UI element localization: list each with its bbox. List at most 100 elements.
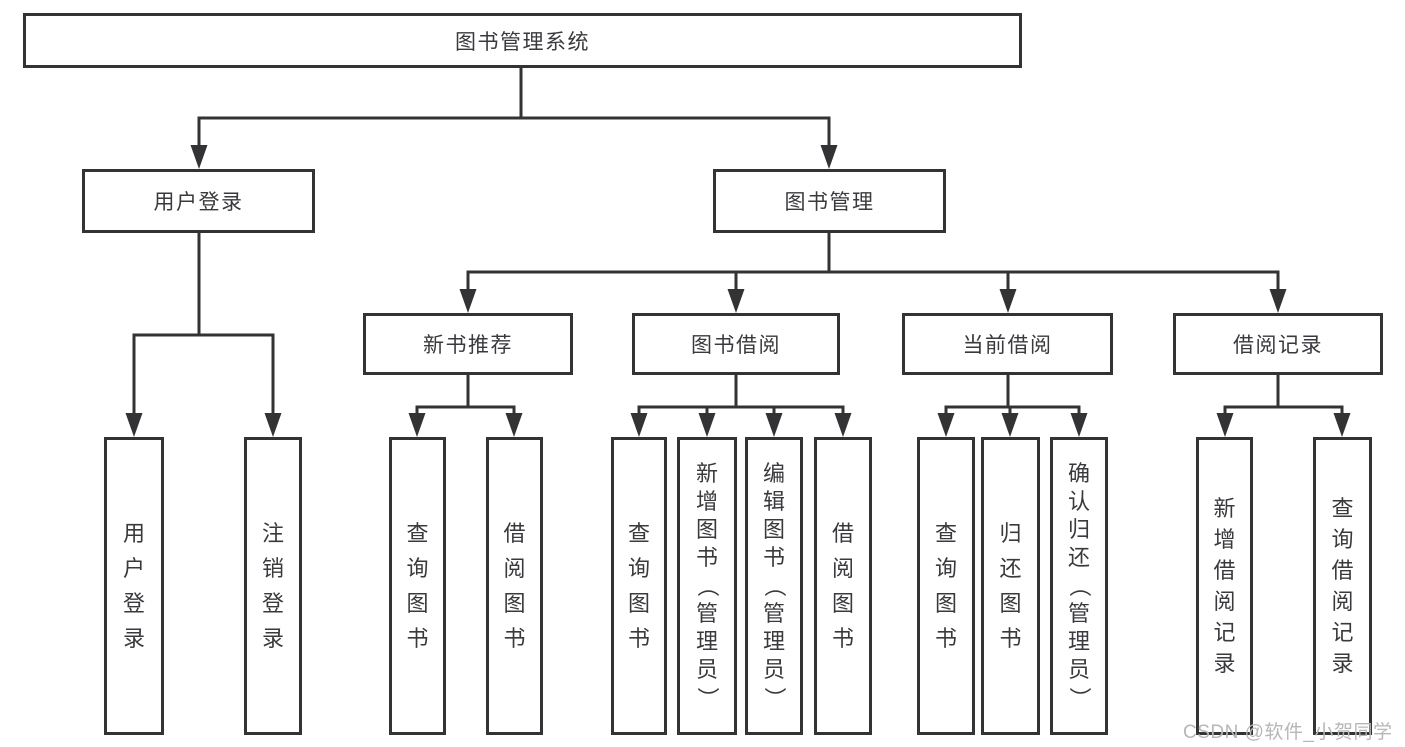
node-label: 当前借阅 <box>962 334 1053 357</box>
node-label-char: 查 <box>406 520 429 546</box>
node-label: 借阅记录 <box>1233 334 1323 357</box>
node-label-char: 登 <box>122 590 145 616</box>
connector-arrowhead <box>834 413 852 437</box>
node-leaf-add-record: 新增借阅记录 <box>1196 437 1253 735</box>
connector-arrowhead <box>264 413 282 437</box>
node-label-char: 理 <box>695 629 718 654</box>
node-leaf-user-login: 用户登录 <box>104 437 164 735</box>
node-label: 确认归还（管理员） <box>1066 440 1092 732</box>
node-label-char: 书 <box>503 625 526 651</box>
node-label-char: 书 <box>831 625 854 651</box>
node-label-char: 书 <box>934 625 957 651</box>
node-label: 归还图书 <box>999 440 1021 732</box>
node-label-char: （ <box>761 574 787 598</box>
connector-arrowhead <box>999 289 1017 313</box>
node-label-char: 还 <box>999 555 1022 581</box>
node-leaf-edit-books: 编辑图书（管理员） <box>745 437 803 735</box>
node-label-char: ） <box>1066 686 1092 710</box>
node-label-char: 认 <box>1067 489 1090 514</box>
node-label-char: 查 <box>1331 495 1354 521</box>
node-leaf-query-books-1: 查询图书 <box>389 437 446 735</box>
node-label-char: 图 <box>831 590 854 616</box>
node-label-char: 归 <box>1067 517 1090 542</box>
node-label-char: 管 <box>762 601 785 626</box>
node-label-char: 理 <box>762 629 785 654</box>
node-label: 借阅图书 <box>503 440 525 732</box>
connector-arrowhead <box>937 413 955 437</box>
node-current-borrow: 当前借阅 <box>902 313 1113 375</box>
node-label: 注销登录 <box>262 440 284 732</box>
node-label-char: 阅 <box>1331 588 1354 614</box>
node-label-char: 编 <box>762 461 785 486</box>
connector-arrowhead <box>125 413 143 437</box>
node-label-char: 录 <box>122 625 145 651</box>
node-label-char: 阅 <box>831 555 854 581</box>
node-label: 图书借阅 <box>691 334 781 357</box>
node-label-char: （ <box>694 574 720 598</box>
node-label-char: 询 <box>1331 526 1354 552</box>
node-label: 图书管理 <box>784 191 875 214</box>
node-label-char: 增 <box>1213 526 1236 552</box>
node-label: 用户登录 <box>153 191 244 214</box>
node-leaf-query-books-2: 查询图书 <box>611 437 667 735</box>
node-label-char: 询 <box>627 555 650 581</box>
node-label-char: 新 <box>1213 495 1236 521</box>
node-label-char: 图 <box>934 590 957 616</box>
connector-arrowhead <box>190 145 208 169</box>
node-leaf-logout: 注销登录 <box>244 437 302 735</box>
node-label-char: 注 <box>261 520 284 546</box>
node-label-char: 录 <box>1213 650 1236 676</box>
node-user-login-group: 用户登录 <box>82 169 315 233</box>
node-label: 查询图书 <box>406 440 428 732</box>
connector-arrowhead <box>1001 413 1019 437</box>
node-label-char: 辑 <box>762 489 785 514</box>
connector-arrowhead <box>820 145 838 169</box>
connector-arrowhead <box>408 413 426 437</box>
node-label-char: 图 <box>503 590 526 616</box>
node-label: 编辑图书（管理员） <box>761 440 787 732</box>
node-label-char: 销 <box>261 555 284 581</box>
node-label-char: 还 <box>1067 545 1090 570</box>
node-label-char: 书 <box>999 625 1022 651</box>
connector-arrowhead <box>1070 413 1088 437</box>
node-label-char: 图 <box>627 590 650 616</box>
node-label: 新增借阅记录 <box>1213 440 1235 732</box>
node-borrow-records: 借阅记录 <box>1173 313 1383 375</box>
node-label: 新书推荐 <box>423 334 513 357</box>
node-leaf-borrow-books-2: 借阅图书 <box>814 437 872 735</box>
node-label-char: 阅 <box>1213 588 1236 614</box>
node-label-char: 员 <box>695 657 718 682</box>
node-label-char: （ <box>1066 574 1092 598</box>
node-label-char: ） <box>694 686 720 710</box>
connector-arrowhead <box>1333 413 1351 437</box>
node-label-char: 归 <box>999 520 1022 546</box>
node-new-book-rec: 新书推荐 <box>363 313 573 375</box>
node-label-char: 记 <box>1331 619 1354 645</box>
node-label-char: 书 <box>695 545 718 570</box>
node-label-char: 图 <box>762 517 785 542</box>
node-label-char: 图 <box>406 590 429 616</box>
node-label-char: 图 <box>695 517 718 542</box>
node-leaf-borrow-books-1: 借阅图书 <box>486 437 543 735</box>
node-label-char: 询 <box>934 555 957 581</box>
node-label-char: 登 <box>261 590 284 616</box>
node-leaf-query-books-3: 查询图书 <box>917 437 975 735</box>
node-label-char: 书 <box>406 625 429 651</box>
connector-arrowhead <box>630 413 648 437</box>
connector-arrowhead <box>505 413 523 437</box>
node-label-char: 借 <box>1213 557 1236 583</box>
node-label: 查询借阅记录 <box>1331 440 1353 732</box>
node-label-char: 员 <box>762 657 785 682</box>
watermark: CSDN @软件_小贺同学 <box>1183 722 1393 743</box>
node-label: 图书管理系统 <box>455 30 590 54</box>
node-book-borrow: 图书借阅 <box>632 313 840 375</box>
node-label: 借阅图书 <box>832 440 854 732</box>
node-label-char: 书 <box>627 625 650 651</box>
node-label-char: 查 <box>627 520 650 546</box>
node-label-char: 录 <box>261 625 284 651</box>
node-label-char: 理 <box>1067 629 1090 654</box>
node-label-char: 书 <box>762 545 785 570</box>
node-label-char: 图 <box>999 590 1022 616</box>
node-label: 查询图书 <box>628 440 650 732</box>
